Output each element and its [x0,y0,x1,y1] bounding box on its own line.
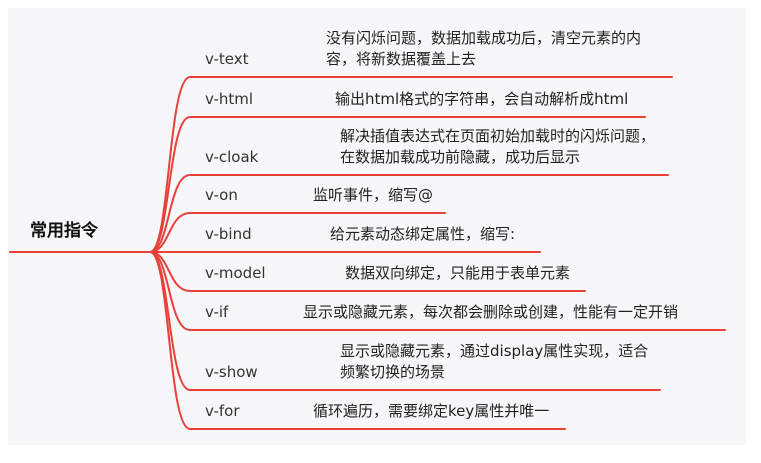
branch-connector [149,212,446,253]
branch-label-v-if[interactable]: v-if [205,303,229,321]
branch-connector [149,174,669,253]
branch-description[interactable]: 显示或隐藏元素，每次都会删除或创建，性能有一定开销 [303,303,679,321]
branch-description[interactable]: 解决插值表达式在页面初始加载时的闪烁问题， [340,127,656,145]
branch-label-v-cloak[interactable]: v-cloak [205,148,259,166]
branch-description[interactable]: 在数据加载成功前隐藏，成功后显示 [340,148,581,166]
branch-description[interactable]: 监听事件，缩写@ [313,186,434,204]
mindmap-canvas [8,8,746,445]
root-node[interactable]: 常用指令 [30,221,98,241]
branch-label-v-model[interactable]: v-model [205,264,266,282]
branch-label-v-for[interactable]: v-for [205,402,240,420]
branch-description[interactable]: 频繁切换的场景 [340,363,446,381]
branch-label-v-text[interactable]: v-text [205,50,249,68]
branch-description[interactable]: 输出html格式的字符串，会自动解析成html [335,90,629,108]
branch-connector [149,251,726,331]
branch-connector [149,251,566,430]
branch-description[interactable]: 循环遍历，需要绑定key属性并唯一 [313,402,550,420]
branch-description[interactable]: 没有闪烁问题，数据加载成功后，清空元素的内 [326,29,642,47]
branch-label-v-html[interactable]: v-html [205,90,254,108]
branch-label-v-on[interactable]: v-on [205,186,238,204]
branch-label-v-bind[interactable]: v-bind [205,225,252,243]
branch-description[interactable]: 给元素动态绑定属性，缩写: [330,225,516,243]
branch-connector [149,116,646,253]
branch-description[interactable]: 数据双向绑定，只能用于表单元素 [345,264,571,282]
branch-description[interactable]: 显示或隐藏元素，通过display属性实现，适合 [340,342,649,360]
branch-description[interactable]: 容，将新数据覆盖上去 [326,50,477,68]
branch-label-v-show[interactable]: v-show [205,363,258,381]
